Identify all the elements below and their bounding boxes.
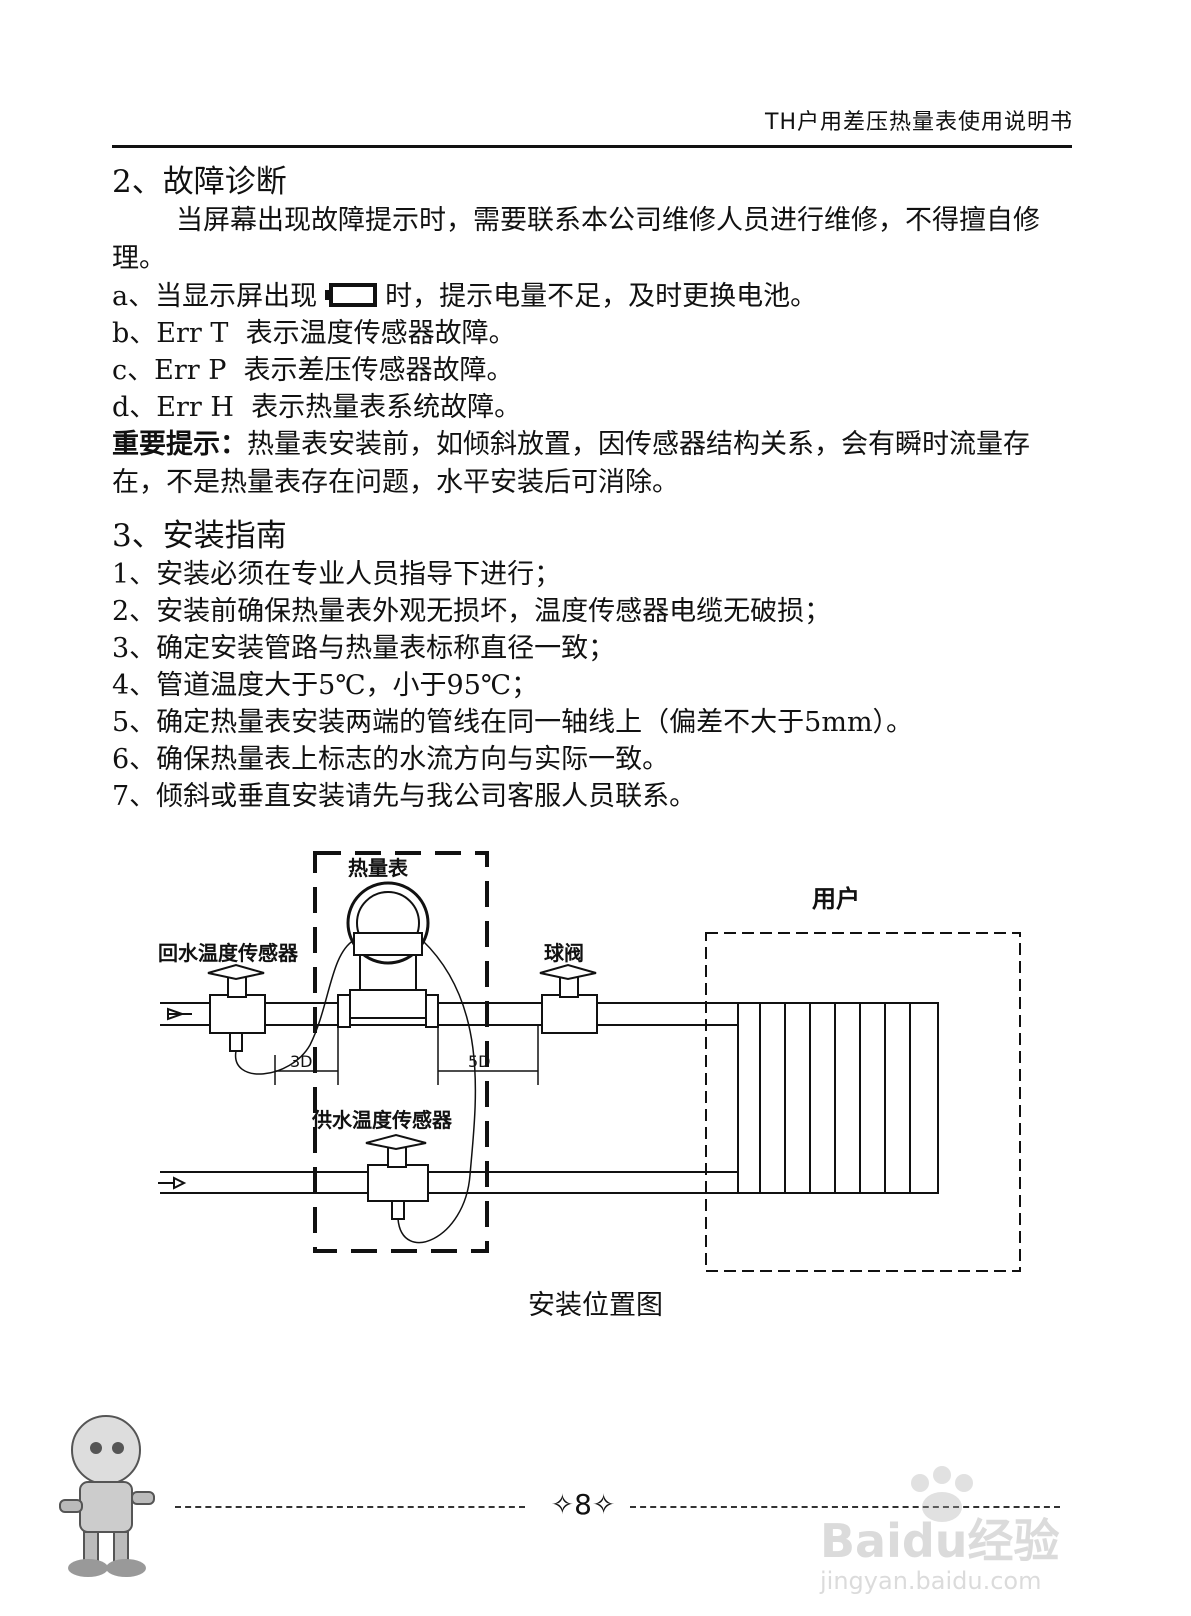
meter-enclosure — [313, 851, 489, 1253]
supply-flow-arrow-icon — [158, 1176, 187, 1190]
return-sensor-cable — [235, 939, 355, 1075]
watermark-brand: Baidu经验 — [820, 1514, 1060, 1568]
footer-dash-left — [175, 1506, 525, 1508]
install-item-6: 6、确保热量表上标志的水流方向与实际一致。 — [112, 744, 670, 775]
fault-item-c: c、Err P 表示差压传感器故障。 — [112, 355, 514, 386]
radiator — [737, 1002, 939, 1194]
footer-dash-right — [630, 1506, 1060, 1508]
fault-item-d: d、Err H 表示热量表系统故障。 — [112, 392, 522, 423]
fault-intro-paragraph: 当屏幕出现故障提示时，需要联系本公司维修人员进行维修，不得擅自修理。 — [112, 205, 1040, 274]
dimension-3d — [274, 1025, 339, 1085]
install-item-3: 3、确定安装管路与热量表标称直径一致； — [112, 633, 616, 664]
dimension-3d-label: 3D — [290, 1052, 313, 1071]
important-note-text: 热量表安装前，如倾斜放置，因传感器结构关系，会有瞬时流量存在，不是热量表存在问题… — [112, 429, 1030, 498]
fault-item-a: a、当显示屏出现 时，提示电量不足，及时更换电池。 — [112, 278, 1072, 315]
supply-sensor-label: 供水温度传感器 — [311, 1108, 453, 1132]
supply-sensor-cable — [397, 939, 477, 1244]
return-flow-arrow-icon — [167, 1007, 192, 1021]
page-number: ✧8✧ — [550, 1488, 616, 1521]
page-footer: ✧8✧ — [175, 1486, 1060, 1526]
important-note-label: 重要提示： — [112, 429, 247, 460]
diagram-caption: 安装位置图 — [528, 1290, 663, 1321]
user-label: 用户 — [812, 885, 860, 913]
install-item-2: 2、安装前确保热量表外观无损坏，温度传感器电缆无破损； — [112, 596, 832, 627]
installation-diagram-svg: 热量表 用户 回水温度传感器 球阀 供水温度传感器 3D 5D — [158, 851, 1021, 1272]
install-item-4: 4、管道温度大于5℃，小于95℃； — [112, 670, 539, 701]
dimension-5d — [437, 1025, 539, 1085]
dimension-5d-label: 5D — [468, 1052, 491, 1071]
return-sensor-label: 回水温度传感器 — [158, 941, 299, 965]
section-3-heading: 3、安装指南 — [112, 518, 287, 554]
page-content: 2、故障诊断 当屏幕出现故障提示时，需要联系本公司维修人员进行维修，不得擅自修理… — [112, 162, 1072, 815]
user-enclosure — [705, 932, 1021, 1272]
watermark-url: jingyan.baidu.com — [820, 1567, 1042, 1595]
return-sensor-valve — [207, 963, 266, 1052]
header-divider — [112, 145, 1072, 148]
ball-valve-label: 球阀 — [544, 941, 584, 965]
fault-item-a-before: a、当显示屏出现 — [112, 281, 318, 312]
ball-valve — [539, 963, 598, 1034]
paw-logo-icon — [911, 1466, 973, 1522]
mascot-icon — [59, 1415, 155, 1577]
supply-sensor-valve — [365, 1133, 429, 1220]
install-item-5: 5、确定热量表安装两端的管线在同一轴线上（偏差不大于5mm）。 — [112, 707, 914, 738]
document-header-title: TH户用差压热量表使用说明书 — [765, 110, 1073, 135]
fault-item-a-after: 时，提示电量不足，及时更换电池。 — [385, 281, 818, 312]
install-item-1: 1、安装必须在专业人员指导下进行； — [112, 559, 562, 590]
heat-meter — [337, 881, 439, 1028]
section-2-heading: 2、故障诊断 — [112, 164, 287, 200]
meter-label: 热量表 — [348, 856, 409, 880]
install-item-7: 7、倾斜或垂直安装请先与我公司客服人员联系。 — [112, 781, 697, 812]
low-battery-icon — [325, 283, 378, 307]
installation-diagram: 热量表 用户 回水温度传感器 球阀 供水温度传感器 3D 5D — [140, 845, 1040, 1285]
watermark: Baidu经验 jingyan.baidu.com — [800, 1465, 1100, 1605]
important-note: 重要提示：热量表安装前，如倾斜放置，因传感器结构关系，会有瞬时流量存在，不是热量… — [112, 426, 1072, 502]
fault-item-b: b、Err T 表示温度传感器故障。 — [112, 318, 516, 349]
